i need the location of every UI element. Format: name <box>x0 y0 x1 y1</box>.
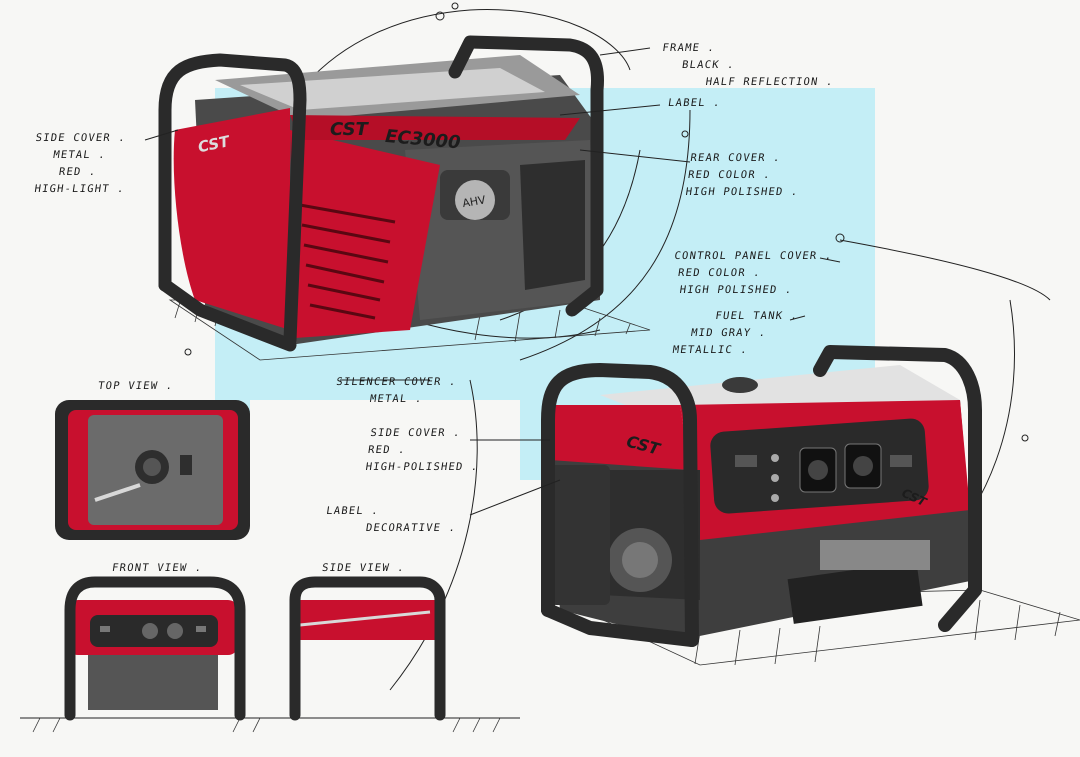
label-fuel-tank: FUEL TANK . MID GRAY . METALLIC . <box>671 310 800 356</box>
label-side-cover-mid: SIDE COVER . RED . HIGH-POLISHED . <box>364 427 480 473</box>
front-view <box>20 576 520 733</box>
backdrop-white-cutout <box>250 400 520 490</box>
leader-lines <box>144 47 841 516</box>
generator-main-view: AHV CST EC3000 CST <box>158 35 651 361</box>
label-silencer: SILENCER COVER . METAL . <box>335 376 458 405</box>
top-view <box>55 400 250 540</box>
label-control-panel: CONTROL PANEL COVER . RED COLOR . HIGH P… <box>673 250 834 296</box>
view-title-side: SIDE VIEW . <box>321 562 406 574</box>
label-label-top: LABEL . <box>667 97 722 109</box>
label-rear-cover: REAR COVER . RED COLOR . HIGH POLISHED . <box>684 152 800 198</box>
label-label-decorative: LABEL . DECORATIVE . <box>325 505 457 534</box>
label-frame: FRAME . BLACK . HALF REFLECTION . <box>661 42 835 88</box>
view-title-top: TOP VIEW . <box>97 380 175 392</box>
view-title-front: FRONT VIEW . <box>111 562 204 574</box>
brand-text-main: CST <box>330 119 370 140</box>
generator-rear-view: CST CST <box>541 345 1080 666</box>
svg-text:AHV: AHV <box>461 193 487 210</box>
label-side-cover-left: SIDE COVER . METAL . RED . HIGH-LIGHT . <box>33 132 127 195</box>
side-view <box>289 576 446 721</box>
